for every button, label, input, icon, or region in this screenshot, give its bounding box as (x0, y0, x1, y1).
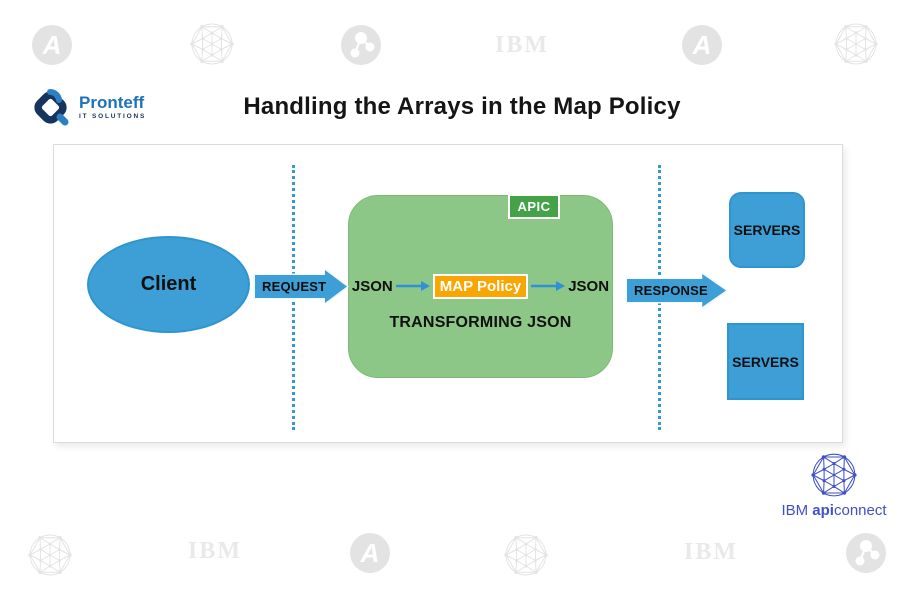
request-arrow-fill (255, 270, 347, 303)
pronteff-logo-icon (34, 88, 69, 126)
apiconnect-sphere-icon (809, 450, 859, 500)
pronteff-logo-text: Pronteff IT SOLUTIONS (79, 92, 147, 121)
watermark-ibm-text: IBM (188, 538, 242, 564)
ibm-apiconnect-logo: IBM apiconnect (775, 450, 893, 519)
flow-arrow-icon (395, 281, 430, 291)
json-flow-row: JSON MAP Policy JSON (349, 272, 612, 300)
watermark-ibm-text: IBM (495, 32, 549, 58)
apiconnect-ibm: IBM (781, 502, 809, 519)
apiconnect-wordmark: IBM apiconnect (775, 502, 893, 519)
molecule-glyph (350, 32, 375, 58)
request-label: REQUEST (262, 279, 327, 294)
watermark-sphere-icon (26, 531, 74, 579)
json-out-label: JSON (568, 277, 610, 295)
pronteff-logo: Pronteff IT SOLUTIONS (27, 85, 146, 129)
pronteff-name: Pronteff (79, 92, 145, 112)
a-letter: A (360, 538, 380, 568)
transforming-json-label: TRANSFORMING JSON (389, 314, 572, 331)
watermark-a-icon: A (350, 533, 390, 573)
client-label: Client (140, 273, 197, 295)
map-policy-node: MAP Policy (432, 273, 529, 299)
apiconnect-api: api (812, 502, 834, 519)
page-title: Handling the Arrays in the Map Policy (243, 93, 681, 120)
watermark-sphere-icon (502, 531, 550, 579)
json-in-label: JSON (351, 277, 393, 295)
response-label: RESPONSE (634, 283, 708, 298)
flow-arrow-icon (531, 281, 566, 291)
response-arrow-fill (627, 274, 726, 307)
pronteff-tagline: IT SOLUTIONS (79, 113, 147, 121)
diagram-panel: Client REQUEST APIC JSON MAP Policy JSON… (53, 144, 843, 443)
watermark-molecule-icon (341, 25, 381, 65)
client-node: Client (87, 236, 250, 333)
a-letter: A (42, 30, 62, 60)
apiconnect-connect: connect (833, 502, 887, 519)
watermark-sphere-icon (188, 20, 236, 68)
molecule-glyph (855, 540, 880, 566)
response-arrow: RESPONSE (625, 272, 728, 309)
request-arrow: REQUEST (253, 268, 349, 305)
apic-gateway-box: APIC JSON MAP Policy JSON TRANSFORMING J… (348, 194, 613, 378)
watermark-a-icon: A (682, 25, 722, 65)
servers-top-label: SERVERS (733, 222, 801, 238)
watermark-molecule-icon (846, 533, 886, 573)
watermark-a-icon: A (32, 25, 72, 65)
apic-badge: APIC (508, 194, 560, 219)
a-letter: A (692, 30, 712, 60)
watermark-ibm-text: IBM (684, 539, 738, 565)
servers-bottom-label: SERVERS (732, 353, 799, 370)
servers-node-top: SERVERS (729, 192, 805, 268)
watermark-sphere-icon (832, 20, 880, 68)
servers-node-bottom: SERVERS (727, 323, 804, 400)
